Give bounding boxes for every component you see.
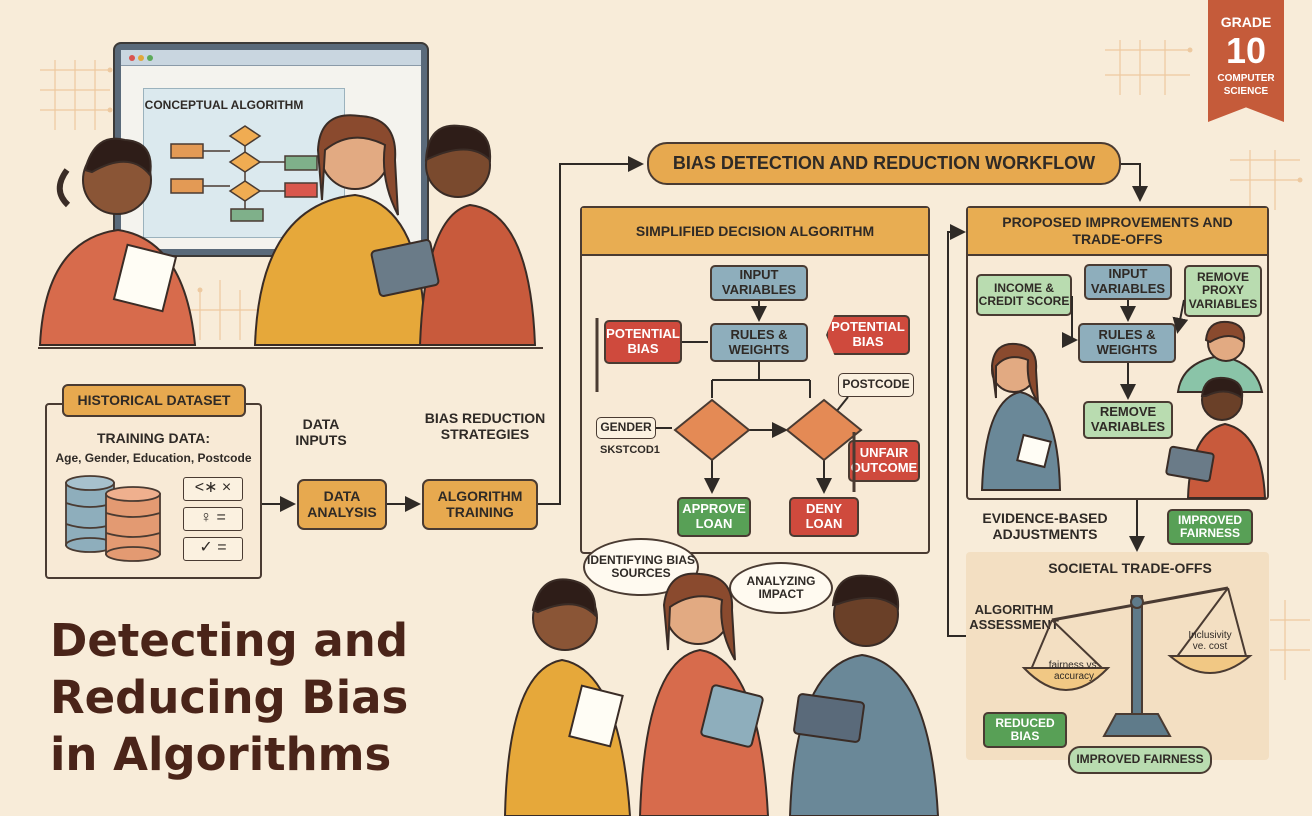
improved-fairness-bottom: IMPROVED FAIRNESS: [1068, 746, 1212, 774]
remove-variables-box: REMOVE VARIABLES: [1083, 401, 1173, 439]
grade-number: 10: [1225, 30, 1267, 71]
left-pan-label: fairness vs. accuracy: [1048, 660, 1100, 682]
data-icon-row-1: <∗ ×: [183, 477, 243, 501]
income-credit-box: INCOME & CREDIT SCORE: [976, 274, 1072, 316]
unfair-outcome-flag: UNFAIR OUTCOME: [848, 440, 920, 482]
reduced-bias-box: REDUCED BIAS: [983, 712, 1067, 748]
improvements-panel-title: PROPOSED IMPROVEMENTS AND TRADE-OFFS: [968, 208, 1267, 256]
evidence-based-label: EVIDENCE-BASED ADJUSTMENTS: [982, 510, 1108, 543]
deny-loan-box: DENY LOAN: [789, 497, 859, 537]
data-analysis-box: DATA ANALYSIS: [297, 479, 387, 530]
bias-strategies-label: BIAS REDUCTION STRATEGIES: [424, 410, 546, 443]
workflow-banner: BIAS DETECTION AND REDUCTION WORKFLOW: [647, 142, 1121, 185]
improve-input-variables: INPUT VARIABLES: [1084, 264, 1172, 300]
data-icon-row-3: ✓ =: [183, 537, 243, 561]
decision-rules-weights: RULES & WEIGHTS: [710, 323, 808, 362]
historical-dataset-header: HISTORICAL DATASET: [62, 384, 246, 417]
main-title-line-3: in Algorithms: [50, 728, 392, 781]
potential-bias-flag-right: POTENTIAL BIAS: [826, 315, 910, 355]
algorithm-assessment-label: ALGORITHM ASSESSMENT: [969, 602, 1059, 632]
right-pan-label: Inclusivity ve. cost: [1188, 630, 1232, 652]
decision-input-variables: INPUT VARIABLES: [710, 265, 808, 301]
main-title-line-2: Reducing Bias: [50, 671, 409, 724]
grade-badge: GRADE 10 COMPUTER SCIENCE: [1208, 0, 1284, 122]
conceptual-algorithm-label: CONCEPTUAL ALGORITHM: [144, 98, 304, 112]
main-title: Detecting and Reducing Bias in Algorithm…: [50, 612, 450, 783]
training-data-label: TRAINING DATA:: [96, 430, 211, 446]
algorithm-training-box: ALGORITHM TRAINING: [422, 479, 538, 530]
gender-tag: GENDER: [596, 417, 656, 439]
data-inputs-label: DATA INPUTS: [295, 416, 347, 449]
decision-panel-title: SIMPLIFIED DECISION ALGORITHM: [582, 208, 928, 256]
remove-proxy-box: REMOVE PROXY VARIABLES: [1184, 265, 1262, 317]
grade-subject: COMPUTER SCIENCE: [1217, 73, 1275, 97]
window-titlebar: [121, 50, 421, 66]
approve-loan-box: APPROVE LOAN: [677, 497, 751, 537]
scene-ground-line: [38, 347, 543, 349]
training-data-fields: Age, Gender, Education, Postcode: [55, 451, 252, 465]
window-min-dot: [138, 55, 144, 61]
window-max-dot: [147, 55, 153, 61]
main-title-line-1: Detecting and: [50, 614, 409, 667]
code-text: SKSTCOD1: [600, 444, 660, 456]
improved-fairness-top: IMPROVED FAIRNESS: [1167, 509, 1253, 545]
data-icon-row-2: ♀ =: [183, 507, 243, 531]
window-close-dot: [129, 55, 135, 61]
postcode-tag: POSTCODE: [838, 373, 914, 397]
potential-bias-flag-left: POTENTIAL BIAS: [604, 320, 682, 364]
analyzing-impact-bubble: ANALYZING IMPACT: [729, 562, 833, 614]
identifying-bias-bubble: IDENTIFYING BIAS SOURCES: [583, 538, 699, 596]
improve-rules-weights: RULES & WEIGHTS: [1078, 323, 1176, 363]
grade-label: GRADE: [1220, 14, 1272, 30]
tradeoffs-title: SOCIETAL TRADE-OFFS: [1048, 560, 1212, 576]
